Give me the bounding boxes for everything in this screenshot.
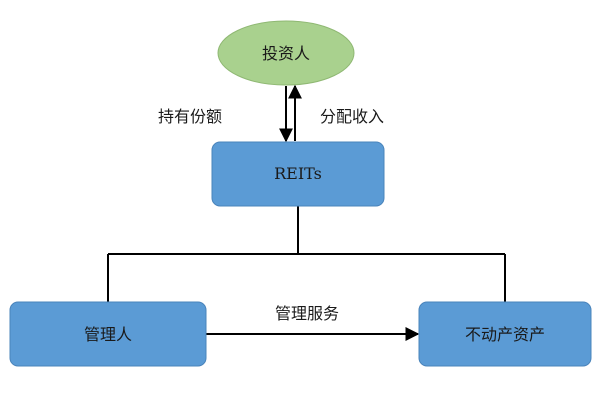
- reits-box: [211, 141, 385, 207]
- manager-label: 管理人: [84, 325, 132, 344]
- reits-label: REITs: [274, 164, 322, 183]
- manager-node[interactable]: 管理人: [9, 301, 207, 367]
- real-estate-node[interactable]: 不动产资产: [418, 301, 592, 367]
- reits-node[interactable]: REITs: [211, 141, 385, 207]
- manager-box: [9, 301, 207, 367]
- distribute-income-label: 分配收入: [320, 107, 384, 126]
- hold-shares-label: 持有份额: [158, 107, 222, 126]
- investor-ellipse: [217, 20, 355, 86]
- real-estate-label: 不动产资产: [465, 325, 545, 344]
- real-estate-box: [418, 301, 592, 367]
- investor-label: 投资人: [262, 44, 310, 63]
- structure-connectors: [107, 206, 506, 302]
- investor-node[interactable]: 投资人: [217, 20, 355, 86]
- management-service-label: 管理服务: [275, 304, 339, 323]
